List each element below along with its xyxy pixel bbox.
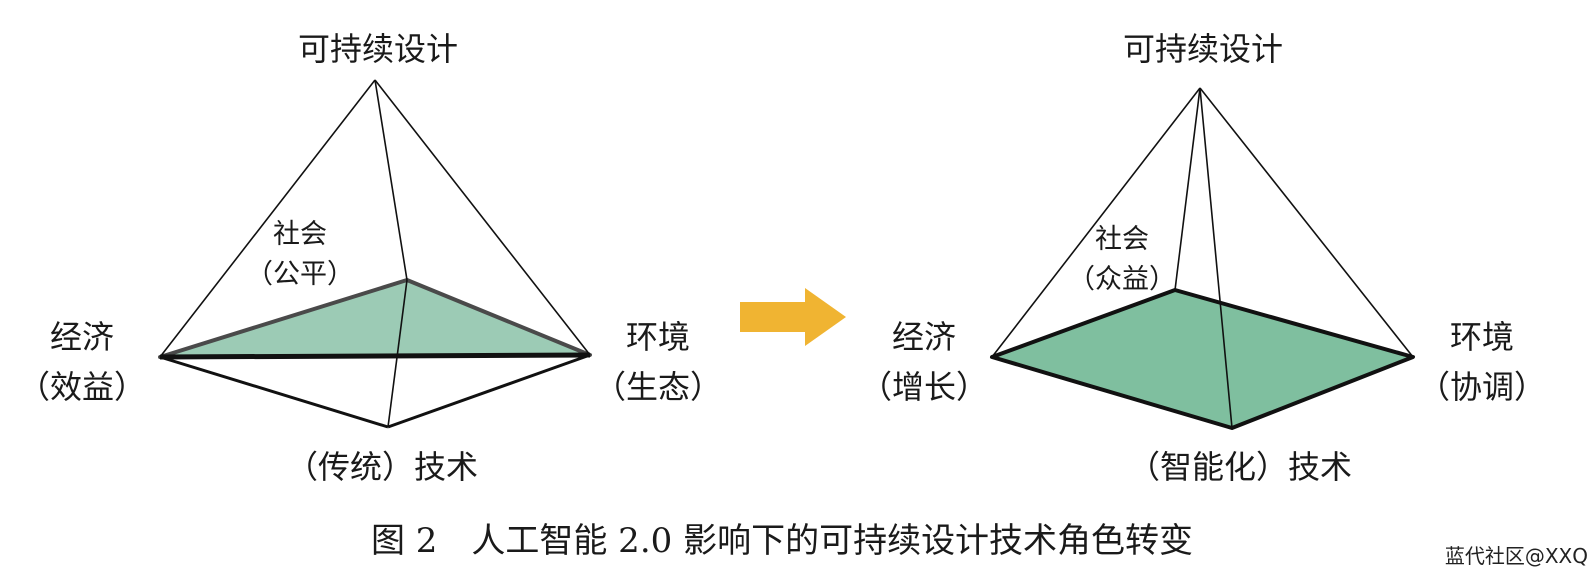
left-social-label-1: 社会 (273, 219, 327, 250)
left-edge-apex-environment (374, 79, 591, 356)
left-edge-social-technology (387, 279, 408, 428)
right-technology-label: （智能化）技术 (1128, 448, 1352, 486)
left-technology-label: （传统）技术 (286, 448, 478, 486)
transition-arrow-icon (740, 288, 846, 346)
figure-caption: 图 2 人工智能 2.0 影响下的可持续设计技术角色转变 (371, 521, 1193, 561)
right-base-quad (990, 288, 1415, 430)
left-environment-label-2: （生态） (594, 368, 722, 406)
left-base-triangle (158, 278, 592, 359)
right-environment-label-2: （协调） (1418, 368, 1546, 406)
left-edge-economy-technology (159, 355, 389, 429)
left-pyramid (158, 79, 592, 429)
left-economy-label-1: 经济 (50, 318, 114, 356)
right-top-label: 可持续设计 (1123, 30, 1283, 68)
right-economy-label-1: 经济 (892, 318, 956, 356)
left-edge-apex-economy (159, 79, 376, 358)
right-social-label-1: 社会 (1095, 224, 1149, 255)
watermark: 蓝代社区@XXQ (1445, 544, 1588, 568)
right-environment-label-1: 环境 (1450, 318, 1514, 356)
left-edge-apex-social (374, 79, 408, 281)
left-top-label: 可持续设计 (298, 30, 458, 68)
left-economy-label-2: （效益） (18, 368, 146, 406)
right-pyramid (990, 87, 1415, 430)
right-edge-apex-environment (1199, 87, 1414, 358)
left-environment-label-1: 环境 (626, 318, 690, 356)
right-edge-apex-social (1174, 87, 1201, 291)
left-social-label-2: （公平） (246, 259, 354, 290)
right-economy-label-2: （增长） (860, 368, 988, 406)
right-social-label-2: （众益） (1068, 264, 1176, 295)
right-edge-apex-technology (1199, 87, 1233, 429)
left-edge-technology-environment (387, 353, 591, 429)
right-edge-apex-economy (991, 87, 1201, 358)
left-base-edge (159, 352, 591, 360)
